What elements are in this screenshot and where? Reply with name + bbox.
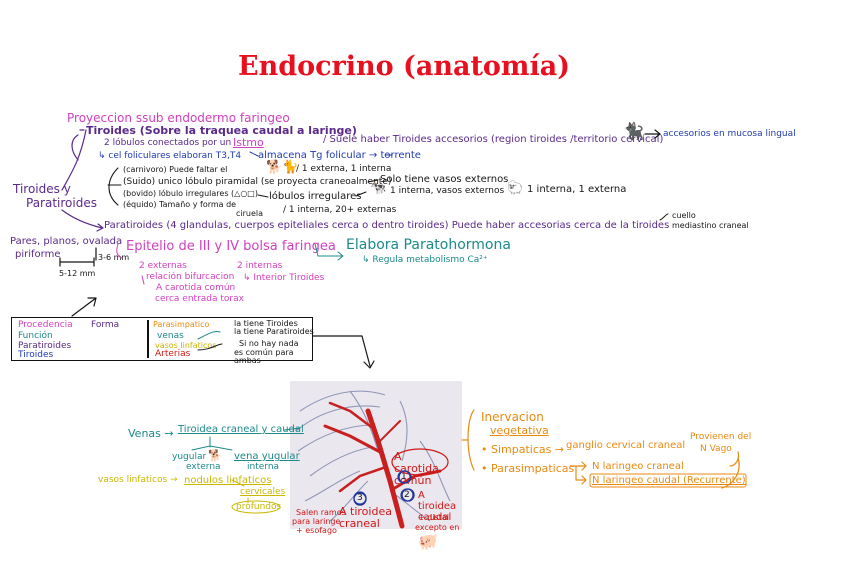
note-lobulos-irregulares: lóbulos irregulares	[269, 192, 361, 202]
note-yugular-a: yugular	[172, 453, 206, 462]
legend-arterias: Arterias	[155, 350, 190, 359]
note-n-laringeo-craneal: N laringeo craneal	[592, 462, 684, 472]
note-carnivoro-b: / 1 externa, 1 interna	[296, 165, 391, 174]
note-mas-distal: + distal	[418, 514, 449, 522]
note-profundos: profundos	[236, 503, 281, 512]
note-internas: 2 internas	[237, 262, 282, 271]
badge-2: 2	[404, 491, 410, 500]
note-tiroides-head: Tiroides (Sobre la traquea caudal a lari…	[86, 125, 357, 136]
note-tiroidea: Tiroidea craneal y caudal	[178, 425, 304, 435]
note-tiroides-y: Tiroides y	[13, 183, 71, 195]
note-elabora: Elabora Paratohormona	[346, 238, 511, 252]
note-yugular-b: externa	[186, 463, 221, 472]
note-a-tiroidea-craneal: A tiroidea craneal	[339, 506, 409, 530]
note-para-laringe: para laringe	[292, 518, 340, 526]
note-suele-haber: / Suele haber Tiroides accesorios (regio…	[323, 135, 663, 145]
note-equido: (équido) Tamaño y forma de	[123, 201, 236, 209]
cat-icon: 🐈‍⬛	[623, 124, 644, 141]
note-cervicales: cervicales	[240, 488, 285, 497]
legend-es-comun: es común para ambas	[234, 349, 306, 365]
note-regula: ↳ Regula metabolismo Ca²⁺	[362, 256, 488, 265]
note-nodulos: nodulos linfaticos	[184, 476, 272, 486]
note-vena-yugular: vena yugular	[234, 452, 300, 462]
note-cel-foliculares: ↳ cel foliculares elaboran T3,T4	[98, 152, 241, 161]
note-cuello: cuello	[672, 212, 696, 220]
legend-box: Procedencia Forma Función Paratiroides T…	[11, 317, 313, 361]
note-scale: 5-12 mm	[59, 270, 95, 278]
note-pares: Pares, planos, ovalada	[10, 237, 122, 247]
note-size: 3-6 mm	[98, 254, 129, 262]
note-n-laringeo-caudal: N laringeo caudal (Recurrente)	[592, 476, 746, 486]
note-solo-tiene: Solo tiene vasos externos	[380, 175, 508, 185]
note-interna: interna	[247, 463, 279, 472]
note-carnivoro: (carnivoro) Puede faltar el	[123, 166, 227, 174]
legend-forma: Forma	[91, 321, 119, 330]
note-vegetativa: vegetativa	[490, 425, 549, 436]
note-excepto-en: excepto en	[415, 524, 459, 532]
legend-funcion: Función	[18, 332, 53, 341]
note-una-interna-vasos: 1 interna, vasos externos	[390, 187, 504, 196]
legend-si-no-hay: Si no hay nada	[239, 340, 299, 348]
dog-small-icon: 🐕	[208, 450, 222, 461]
note-istmo: Istmo	[233, 137, 264, 148]
legend-divider	[147, 320, 149, 358]
sheep-icon: 🐑	[507, 182, 523, 195]
note-interior: ↳ Interior Tiroides	[243, 274, 324, 283]
note-simpaticas: • Simpaticas →	[481, 444, 564, 455]
legend-procedencia: Procedencia	[18, 321, 73, 330]
cow-icon: 🐄	[370, 182, 386, 195]
note-paratiroides-left: Paratiroides	[26, 197, 97, 209]
note-lobulos: 2 lóbulos conectados por un	[104, 139, 231, 148]
note-venas: Venas →	[128, 428, 174, 439]
note-parasimpaticas: • Parasimpaticas	[481, 463, 574, 474]
badge-1: 1	[401, 473, 407, 482]
page-title: Endocrino (anatomía)	[238, 53, 570, 80]
note-inervacion: Inervacion	[481, 411, 544, 423]
note-piriforme: piriforme	[15, 250, 60, 260]
pig-icon: 🐖	[418, 534, 438, 550]
note-carotida-comun: A carotida común	[156, 284, 235, 293]
note-ganglio: ganglio cervical craneal	[566, 441, 685, 451]
note-esofago: + esofago	[296, 527, 337, 535]
note-cerca-entrada: cerca entrada torax	[155, 295, 244, 304]
dog-icon: 🐕🐈	[266, 161, 298, 174]
note-ciruela: ciruela	[236, 210, 263, 218]
note-una-interna-20: / 1 interna, 20+ externas	[283, 206, 396, 215]
note-n-vago: N Vago	[700, 445, 732, 454]
note-paratiroides-head: Paratiroides (4 glandulas, cuerpos epite…	[104, 221, 669, 231]
note-mediastino: mediastino craneal	[672, 222, 749, 230]
legend-tiroides: Tiroides	[18, 351, 53, 360]
note-epitelio: Epitelio de III y IV bolsa faringea	[126, 240, 336, 253]
legend-la-tiene-paratiroides: la tiene Paratiroides	[234, 328, 314, 336]
legend-venas: venas	[157, 332, 184, 341]
note-accesorios-lingual: accesorios en mucosa lingual	[663, 130, 796, 139]
legend-parasimpatico: Parasimpatico	[153, 321, 209, 329]
badge-3: 3	[357, 494, 363, 503]
note-bovido: (bovido) lóbulo irregulares (△○□)	[123, 190, 258, 198]
note-una-interna-ext: 1 interna, 1 externa	[527, 185, 626, 195]
note-proyeccion: Proyeccion ssub endodermo faringeo	[67, 112, 290, 124]
note-relacion: relación bifurcacion	[146, 273, 234, 282]
note-provienen: Provienen del	[690, 433, 751, 442]
note-salen-ramos: Salen ramos	[296, 509, 346, 517]
note-externas: 2 externas	[139, 262, 187, 271]
note-vasos-linfaticos: vasos linfaticos →	[98, 476, 178, 485]
note-suido: (Suido) unico lóbulo piramidal (se proye…	[123, 178, 391, 187]
